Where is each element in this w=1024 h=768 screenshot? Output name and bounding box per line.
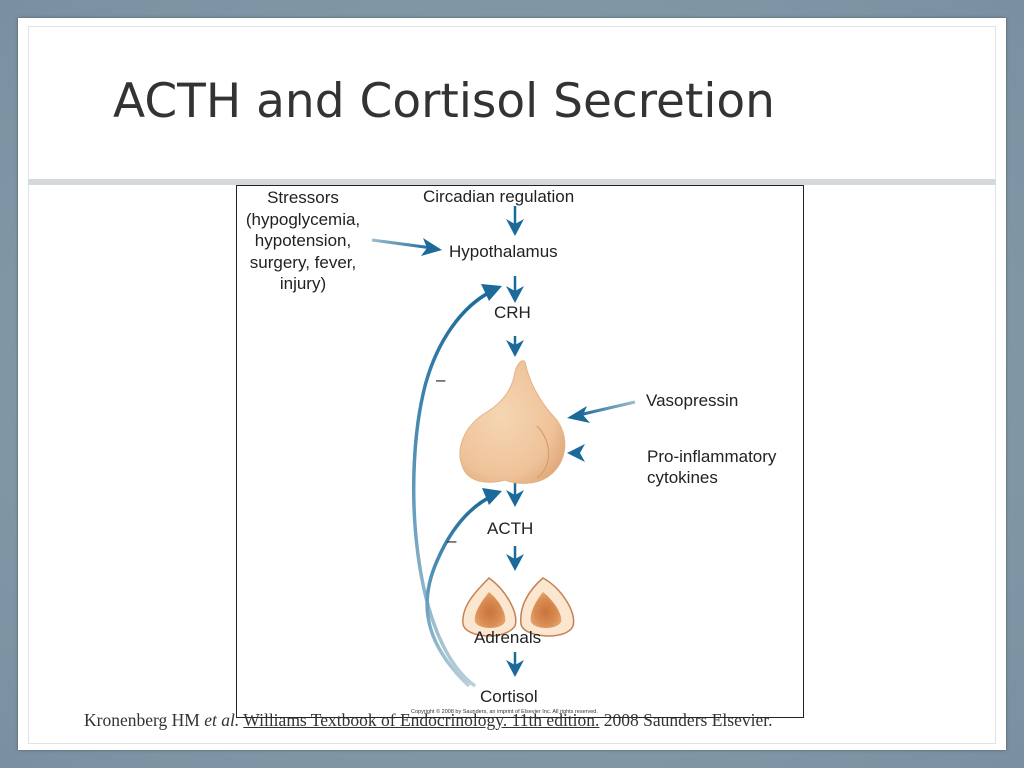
citation-publisher: 2008 Saunders Elsevier. bbox=[599, 710, 773, 730]
crh-label: CRH bbox=[494, 303, 531, 322]
adrenals-label: Adrenals bbox=[474, 628, 542, 647]
arrow-cytokines-pituitary bbox=[567, 444, 635, 462]
arrow-vasopressin-pituitary bbox=[567, 400, 636, 423]
pituitary-gland bbox=[459, 360, 566, 484]
arrow-pituitary-acth bbox=[506, 482, 524, 507]
circadian-regulation-label: Circadian regulation bbox=[423, 187, 575, 206]
cytokines-line: cytokines bbox=[647, 468, 718, 487]
stressors-line: Stressors bbox=[267, 188, 339, 207]
stressors-line: surgery, fever, bbox=[249, 252, 357, 272]
arrow-stressors-hypothalamus bbox=[371, 238, 442, 256]
adrenal-gland-right bbox=[520, 577, 575, 637]
inhibition-sign-top: – bbox=[436, 370, 446, 389]
citation-authors: Kronenberg HM bbox=[84, 710, 205, 730]
citation-book-title: Williams Textbook of Endocrinology. 11th… bbox=[243, 710, 600, 730]
hypothalamus-label: Hypothalamus bbox=[449, 242, 558, 261]
citation: Kronenberg HM et al. Williams Textbook o… bbox=[84, 710, 944, 731]
feedback-cortisol-hypothalamus bbox=[411, 284, 502, 688]
cytokines-line: Pro-inflammatory bbox=[647, 447, 777, 466]
stressors-line: injury) bbox=[279, 274, 327, 293]
arrow-adrenals-cortisol bbox=[506, 652, 524, 677]
adrenal-gland-left bbox=[462, 577, 517, 637]
arrow-acth-adrenals bbox=[506, 546, 524, 571]
acth-label: ACTH bbox=[487, 519, 534, 538]
feedback-cortisol-pituitary bbox=[425, 488, 502, 688]
arrow-hypothalamus-crh bbox=[506, 276, 524, 303]
title-divider bbox=[28, 179, 996, 185]
hpa-axis-diagram: Stressors (hypoglycemia, hypotension, su… bbox=[236, 185, 804, 718]
arrow-circadian-hypothalamus bbox=[506, 206, 524, 236]
cytokines-label: Pro-inflammatory cytokines bbox=[647, 446, 776, 488]
stressors-line: (hypoglycemia, bbox=[245, 209, 361, 229]
figure-copyright: Copyright © 2008 by Saunders, an imprint… bbox=[411, 709, 598, 715]
slide-title: ACTH and Cortisol Secretion bbox=[113, 74, 775, 129]
citation-etal: et al. bbox=[204, 710, 240, 730]
stressors-line: hypotension, bbox=[254, 231, 352, 250]
slide: ACTH and Cortisol Secretion bbox=[18, 18, 1006, 750]
diagram-graphics bbox=[371, 206, 636, 688]
arrow-crh-pituitary bbox=[506, 336, 524, 357]
stressors-label: Stressors (hypoglycemia, hypotension, su… bbox=[237, 187, 369, 295]
vasopressin-label: Vasopressin bbox=[646, 391, 739, 410]
cortisol-label: Cortisol bbox=[480, 687, 538, 706]
inhibition-sign-bottom: – bbox=[447, 531, 457, 550]
